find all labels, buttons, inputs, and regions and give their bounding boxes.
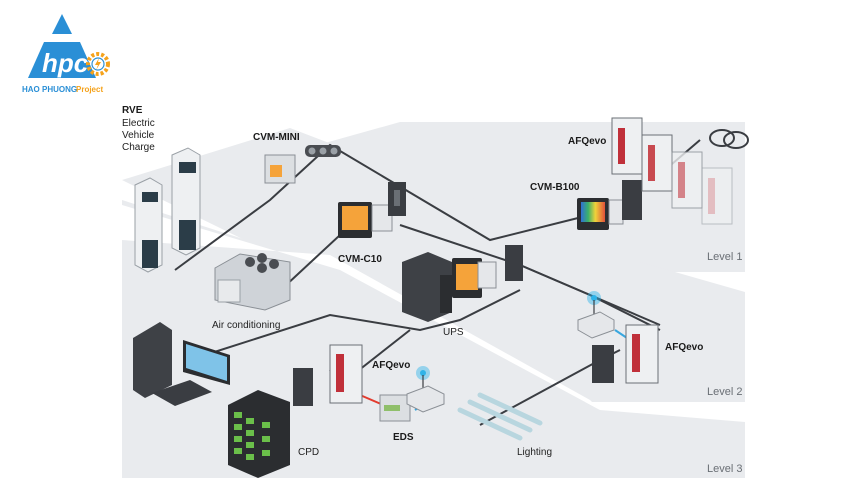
level-2-label: Level 2	[707, 386, 742, 398]
cvm-b100-label: CVM-B100	[530, 182, 580, 193]
vehicle-label: Vehicle	[122, 130, 155, 141]
computer-icon	[133, 322, 230, 406]
rve-label: RVE	[122, 105, 143, 116]
afqevo-level2-label: AFQevo	[665, 342, 703, 353]
transformer-icon	[709, 129, 749, 149]
afqevo-cabinet-icon	[611, 117, 643, 175]
lighting-label: Lighting	[517, 447, 552, 458]
logo-triangle-top	[52, 14, 72, 34]
wifi-router-icon	[577, 291, 615, 339]
electric-label: Electric	[122, 118, 155, 129]
afqevo-cabinet-icon	[701, 167, 733, 225]
level2-breaker-icon	[592, 345, 614, 383]
cvm-mini-meter-icon	[264, 154, 296, 184]
eds-controller-icon	[379, 394, 411, 422]
ups-label: UPS	[443, 327, 464, 338]
cvm-c10-meter-icon	[338, 202, 393, 238]
ups-meter-icon	[452, 258, 497, 298]
air-conditioning-label: Air conditioning	[212, 320, 280, 331]
cvm-mini-label: CVM-MINI	[253, 132, 300, 143]
breaker-icon	[388, 182, 406, 216]
ups-breaker-icon	[505, 245, 523, 281]
afqevo-cabinets-level1	[611, 117, 733, 225]
afqevo-level1-label: AFQevo	[568, 136, 606, 147]
ev-charge-label: RVE Electric Vehicle Charge	[122, 105, 155, 153]
afqevo-cabinet-level3-icon	[329, 344, 363, 404]
eds-label: EDS	[393, 432, 414, 443]
logo-company-suffix: Project	[76, 85, 103, 94]
charge-label: Charge	[122, 142, 155, 153]
afqevo-cabinet-level2-icon	[625, 324, 659, 384]
level3-breaker-icon	[293, 368, 313, 406]
logo-mark: hpc	[42, 48, 89, 78]
level-3-label: Level 3	[707, 463, 742, 475]
cpd-server-rack-icon	[228, 390, 290, 478]
b100-breaker-icon	[622, 180, 642, 220]
logo-triangle-base	[28, 42, 96, 78]
lighting-tubes-icon	[457, 392, 543, 441]
cpd-label: CPD	[298, 447, 319, 458]
cvm-c10-label: CVM-C10	[338, 254, 382, 265]
wifi-router-level3-icon	[406, 366, 445, 413]
logo-company-name: HAO PHUONG	[22, 85, 77, 94]
ev-charger-icon	[134, 147, 201, 273]
air-conditioning-icon	[214, 253, 291, 311]
level-1-label: Level 1	[707, 251, 742, 263]
afqevo-cabinet-icon	[641, 134, 673, 192]
afqevo-cabinet-icon	[671, 151, 703, 209]
cvm-b100-meter-icon	[577, 198, 624, 230]
current-transformers-icon	[305, 145, 341, 157]
ups-icon	[402, 252, 452, 322]
company-logo: hpc HAO PHUONG Project	[22, 14, 110, 94]
gear-bolt-icon	[86, 52, 110, 76]
white-separator	[122, 205, 600, 410]
afqevo-level3-label: AFQevo	[372, 360, 410, 371]
